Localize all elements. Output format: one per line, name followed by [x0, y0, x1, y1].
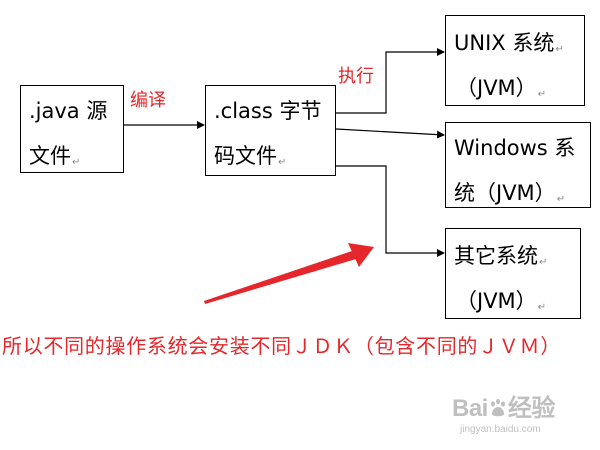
baidu-jingyan-watermark: Bai 经验 jingyan.baidu.com [452, 388, 582, 440]
windows-system-box: Windows 系 统（JVM）↵ [445, 122, 591, 208]
compile-label: 编译 [130, 90, 166, 111]
box-line: （JVM）↵ [454, 282, 580, 327]
red-pointer-head [348, 243, 374, 267]
box-line: UNIX 系统↵ [454, 24, 584, 69]
paragraph-mark: ↵ [537, 302, 547, 313]
other-system-box: 其它系统↵ （JVM）↵ [445, 228, 581, 319]
box-text: Windows 系 [454, 136, 576, 160]
box-line: .class 字节 [214, 92, 335, 137]
box-text: UNIX 系统 [454, 31, 555, 55]
box-text: .class 字节 [214, 99, 322, 123]
arrow-class-to-windows [335, 128, 445, 139]
watermark-brand-left: Bai [452, 395, 488, 422]
arrow-class-to-other [336, 165, 445, 257]
paragraph-mark: ↵ [537, 89, 547, 100]
class-bytecode-file-box: .class 字节 码文件↵ [205, 85, 336, 176]
paragraph-mark: ↵ [72, 157, 81, 168]
conclusion-text: 所以不同的操作系统会安装不同ＪＤＫ（包含不同的ＪＶＭ） [2, 334, 561, 358]
box-text: 其它系统 [454, 244, 538, 268]
box-text: （JVM） [456, 289, 537, 313]
box-line: 码文件↵ [214, 137, 335, 182]
box-text: 码文件 [214, 144, 277, 168]
box-line: 统（JVM）↵ [454, 174, 590, 219]
baidu-paw-icon [490, 398, 505, 417]
box-line: Windows 系 [454, 129, 590, 174]
java-source-file-box: .java 源 文件↵ [20, 85, 124, 173]
red-pointer-shaft [204, 251, 356, 304]
box-line: .java 源 [29, 92, 123, 137]
red-pointer-arrow [204, 243, 374, 304]
paragraph-mark: ↵ [555, 44, 564, 55]
box-line: 文件↵ [29, 137, 123, 182]
execute-label: 执行 [338, 66, 374, 87]
watermark-brand: Bai 经验 [452, 388, 555, 423]
box-text: 文件 [29, 144, 71, 168]
box-text: 统（JVM） [454, 181, 556, 205]
paragraph-mark: ↵ [539, 257, 548, 268]
box-text: .java 源 [29, 99, 108, 123]
paragraph-mark: ↵ [556, 194, 566, 205]
box-text: （JVM） [456, 76, 537, 100]
box-line: 其它系统↵ [454, 237, 580, 282]
watermark-brand-right: 经验 [507, 395, 556, 422]
paragraph-mark: ↵ [278, 157, 287, 168]
box-line: （JVM）↵ [454, 69, 584, 114]
watermark-site: jingyan.baidu.com [460, 424, 541, 435]
unix-system-box: UNIX 系统↵ （JVM）↵ [445, 15, 585, 106]
